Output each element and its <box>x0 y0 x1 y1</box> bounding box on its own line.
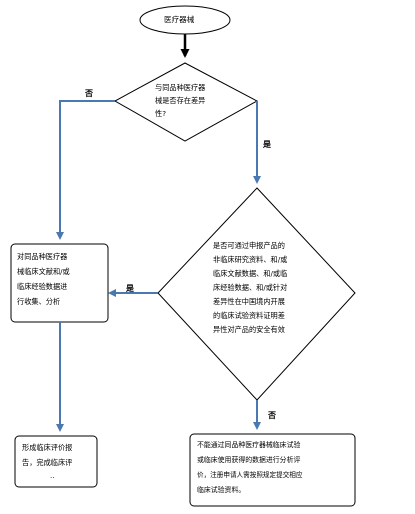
edge-label-yes-1: 是 <box>263 140 271 149</box>
box-bottom-right-line-4: 临床试验资料。 <box>197 486 246 494</box>
start-label: 医疗器械 <box>164 15 195 24</box>
box-bottom-left-line-3: .. <box>50 471 55 480</box>
decision2-line-2: 非临床研究资料、和/或 <box>213 255 288 264</box>
decision1-line-3: 性? <box>155 109 167 118</box>
decision1-line-2: 械是否存在差异 <box>155 96 206 105</box>
edge-label-yes-2: 是 <box>126 284 134 293</box>
decision1-line-1: 与同品种医疗器 <box>155 83 206 92</box>
arrow-decision1-no <box>56 100 115 240</box>
edge-label-no-2: 否 <box>268 411 276 420</box>
box-left-line-1: 对同品种医疗器 <box>17 252 68 261</box>
box-bottom-right <box>189 433 356 507</box>
box-left-line-4: 行收集、分析 <box>17 297 61 306</box>
decision2-line-1: 是否可通过申报产品的 <box>213 241 285 250</box>
edge-label-no-1: 否 <box>85 89 93 98</box>
box-bottom-right-line-3: 价，注册申请人需按照规定提交相应 <box>197 471 303 479</box>
decision2-line-3: 临床文献数据、和/或临 <box>213 269 288 278</box>
decision1-diamond <box>113 62 259 142</box>
decision2-diamond <box>157 187 356 401</box>
box-left-line-2: 械临床文献和/或 <box>17 267 70 276</box>
decision2-line-6: 的临床试验资料证明差 <box>213 311 285 320</box>
box-bottom-left-line-1: 形成临床评价报 <box>22 443 73 452</box>
box-bottom-left-line-2: 告，完成临床评 <box>22 458 73 467</box>
decision2-line-4: 床经验数据、和/或针对 <box>213 283 288 292</box>
decision2-line-5: 差异性在中国境内开展 <box>213 297 285 306</box>
box-left-line-3: 临床经验数据进 <box>17 282 68 291</box>
box-bottom-right-line-2: 或临床使用获得的数据进行分析评 <box>197 456 301 464</box>
box-bottom-right-line-1: 不能通过同品种医疗器械临床试验 <box>197 441 301 449</box>
box-bottom-left <box>14 435 98 488</box>
decision2-line-7: 异性对产品的安全有效 <box>213 325 285 334</box>
